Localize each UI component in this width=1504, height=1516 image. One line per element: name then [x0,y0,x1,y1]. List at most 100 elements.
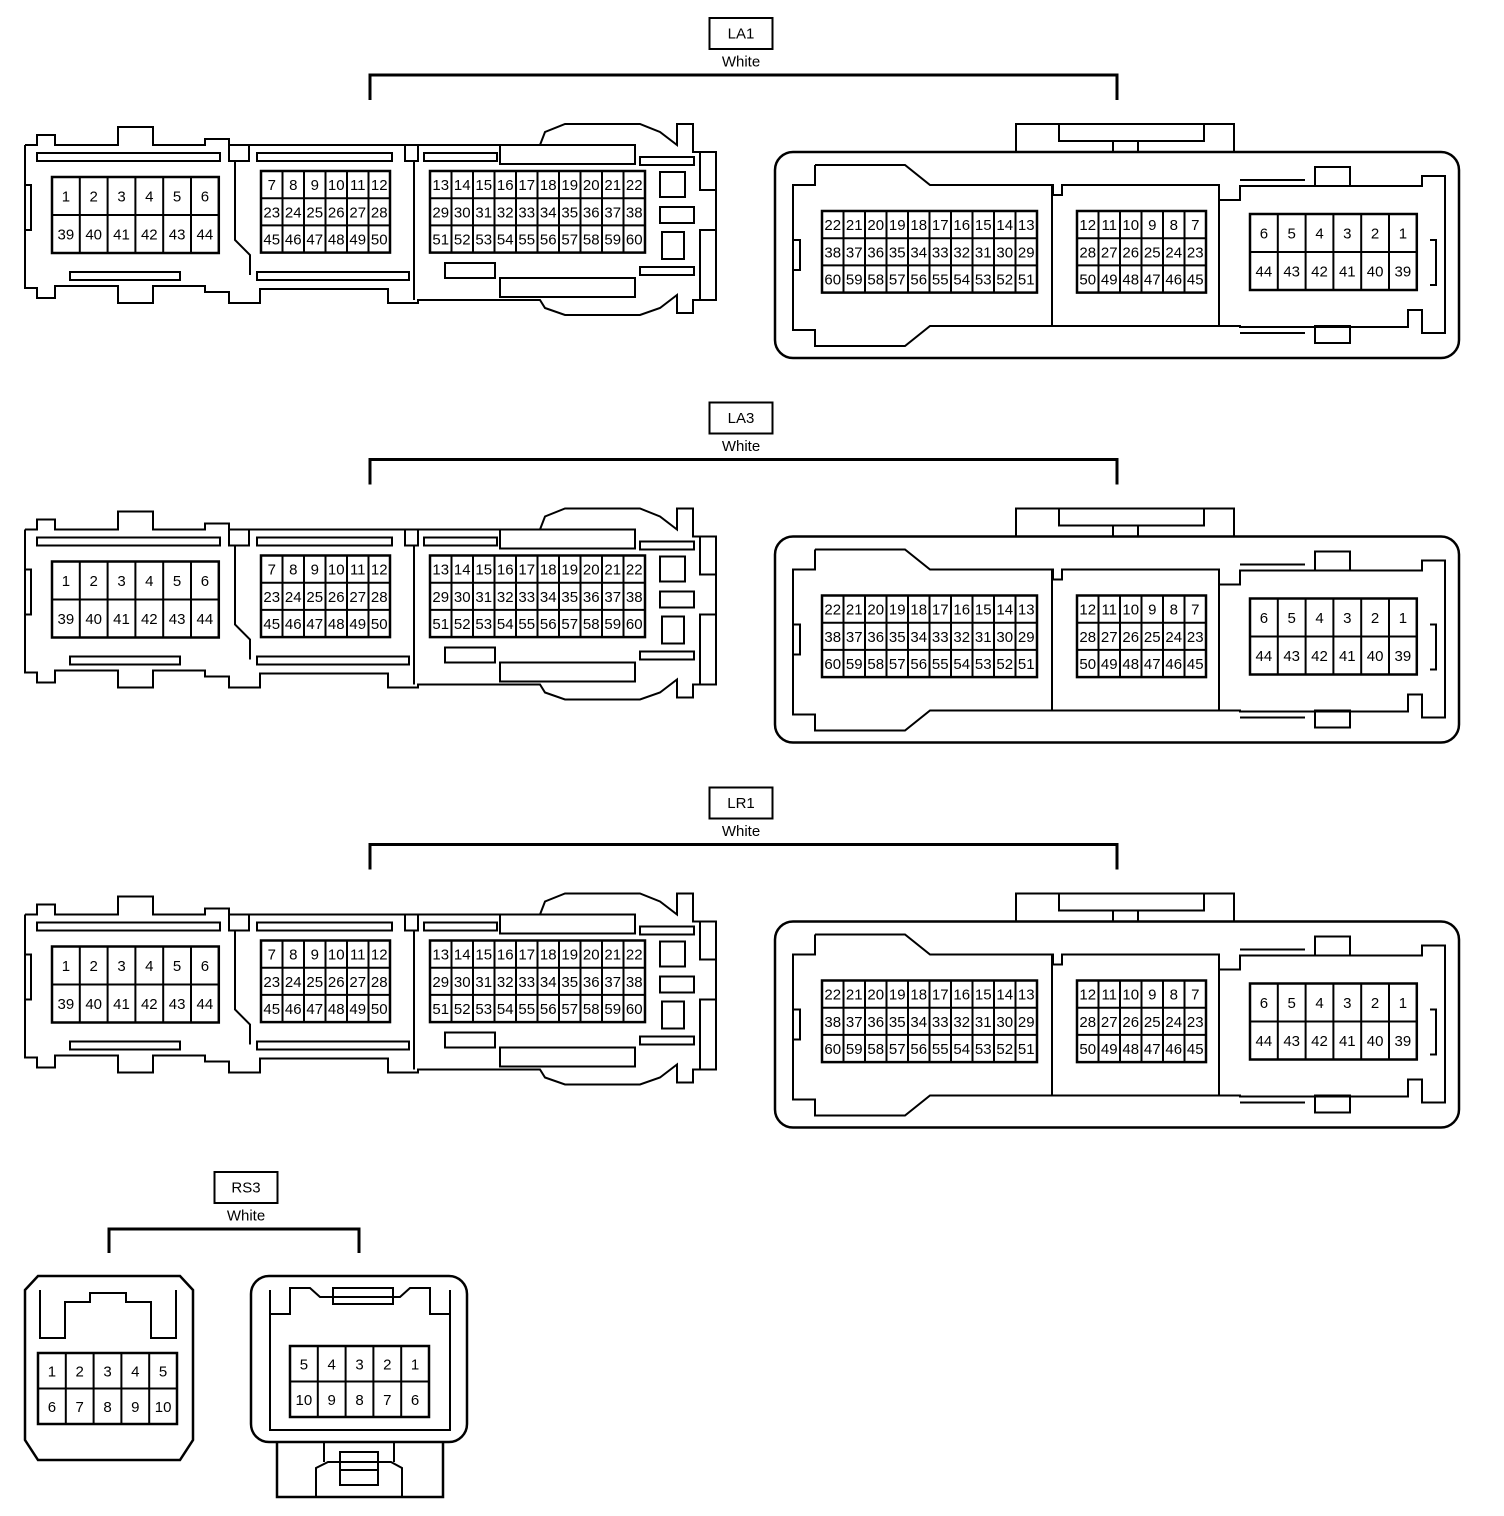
pin-number: 38 [626,974,643,991]
latch-rail [639,650,695,661]
pin-number: 5 [173,573,181,590]
pin-number: 49 [349,1001,366,1018]
pin-number: 26 [1122,1014,1139,1031]
top-latch [1015,507,1235,538]
pin-number: 49 [349,232,366,249]
pin-number: 30 [454,204,471,221]
pin-number: 56 [910,656,927,673]
connector-color-label: White [227,1208,265,1225]
pin-number: 2 [1371,226,1379,243]
pin-number: 1 [62,958,70,975]
pin-number: 54 [953,656,970,673]
pin-number: 2 [1371,995,1379,1012]
pin-number: 35 [561,974,578,991]
latch-rail [256,655,410,666]
partition-notch [404,144,419,162]
pin-number: 20 [867,602,884,619]
pin-number: 58 [583,232,600,249]
pin-number: 33 [932,629,949,646]
pin-number: 3 [117,189,125,206]
pin-number: 50 [1079,272,1096,289]
pin-number: 53 [975,1041,992,1058]
pin-number: 60 [626,616,643,633]
pin-number: 3 [103,1363,111,1380]
pin-number: 1 [1399,226,1407,243]
pin-number: 5 [1288,995,1296,1012]
pin-number: 19 [561,562,578,579]
pin-number: 26 [328,974,345,991]
connector-label-box [708,17,774,50]
pin-number: 25 [306,589,323,606]
pin-number: 49 [1101,272,1118,289]
pin-number: 48 [1122,1041,1139,1058]
partition-notch [228,144,250,162]
pin-number: 45 [1187,656,1204,673]
pin-number: 12 [1079,602,1096,619]
pin-number: 32 [953,629,970,646]
pin-number: 25 [1144,244,1161,261]
connector-bracket [107,1227,361,1253]
pin-number: 7 [383,1392,391,1409]
pin-number: 18 [910,602,927,619]
pin-number: 51 [1018,656,1035,673]
pin-number: 34 [540,974,557,991]
pin-number: 2 [1371,610,1379,627]
pin-number: 4 [145,189,153,206]
pin-number: 8 [1170,987,1178,1004]
latch-rail [639,925,695,936]
pin-number: 29 [432,589,449,606]
pin-number: 33 [518,589,535,606]
side-guide [1430,239,1437,286]
pin-number: 41 [1339,1033,1356,1050]
pin-number: 8 [1170,217,1178,234]
pin-number: 58 [583,616,600,633]
latch-rail [69,655,181,666]
pin-number: 27 [1101,1014,1118,1031]
pin-number: 34 [910,1014,927,1031]
pin-number: 32 [497,974,514,991]
pin-number: 27 [1101,629,1118,646]
pin-number: 10 [1122,987,1139,1004]
top-latch-inner [332,1287,394,1305]
pin-number: 31 [975,244,992,261]
pin-number: 35 [889,1014,906,1031]
pin-number: 6 [1260,610,1268,627]
pin-number: 40 [1367,648,1384,665]
pin-number: 52 [454,616,471,633]
lock-window [659,940,686,968]
top-latch [39,1290,177,1339]
pin-number: 16 [953,987,970,1004]
pin-number: 28 [371,204,388,221]
pin-number: 12 [1079,987,1096,1004]
pin-number: 52 [454,1001,471,1018]
pin-number: 17 [932,987,949,1004]
pin-number: 56 [910,272,927,289]
pin-number: 1 [62,573,70,590]
pin-number: 33 [932,244,949,261]
pin-number: 4 [1315,610,1323,627]
pin-number: 26 [1122,244,1139,261]
connector-bracket [368,458,1119,485]
pin-number: 45 [1187,272,1204,289]
pin-number: 43 [169,611,186,628]
pin-number: 16 [497,947,514,964]
pin-number: 30 [996,244,1013,261]
pin-number: 14 [454,947,471,964]
top-latch [1015,892,1235,923]
pin-number: 11 [1101,602,1117,619]
connector-label-box [708,786,774,820]
pin-number: 5 [300,1356,308,1373]
connector-color-label: White [722,438,760,455]
pin-number: 44 [1256,648,1273,665]
pin-number: 37 [604,589,621,606]
pin-number: 59 [846,1041,863,1058]
side-guide [699,152,716,191]
pin-number: 17 [518,562,535,579]
